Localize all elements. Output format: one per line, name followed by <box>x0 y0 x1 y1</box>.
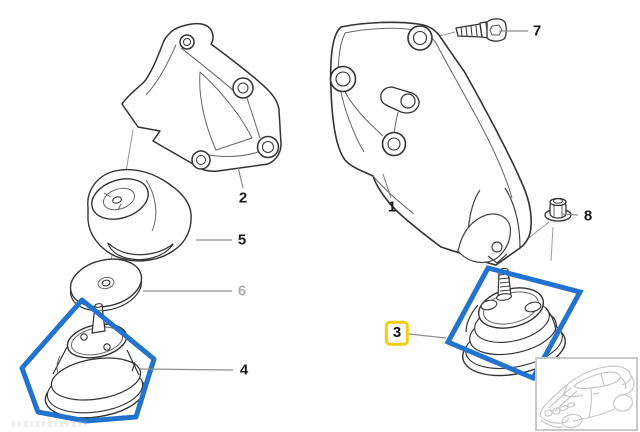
part-drawing-bracket-large <box>329 21 532 266</box>
callout-5[interactable]: 5 <box>237 231 247 249</box>
callout-8[interactable]: 8 <box>583 207 593 225</box>
selection-outline-right <box>444 265 584 382</box>
selection-outline-left <box>19 297 157 424</box>
part-drawing-mount-cover <box>87 168 192 262</box>
callout-4[interactable]: 4 <box>239 361 249 379</box>
car-thumbnail[interactable] <box>535 357 638 431</box>
callout-2[interactable]: 2 <box>238 189 248 207</box>
watermark <box>12 421 86 427</box>
callout-1[interactable]: 1 <box>387 198 397 216</box>
callout-3-highlighted[interactable]: 3 <box>384 320 410 346</box>
part-drawing-washer-disc <box>69 258 143 312</box>
car-silhouette-icon <box>539 365 635 429</box>
callout-7[interactable]: 7 <box>532 22 542 40</box>
callout-6[interactable]: 6 <box>237 282 247 300</box>
leader-lines <box>139 30 579 371</box>
part-drawing-nut <box>544 197 572 222</box>
part-drawing-engine-mount-left <box>44 303 146 419</box>
part-drawing-bracket-small <box>121 22 282 172</box>
part-drawing-bolt <box>455 18 507 42</box>
